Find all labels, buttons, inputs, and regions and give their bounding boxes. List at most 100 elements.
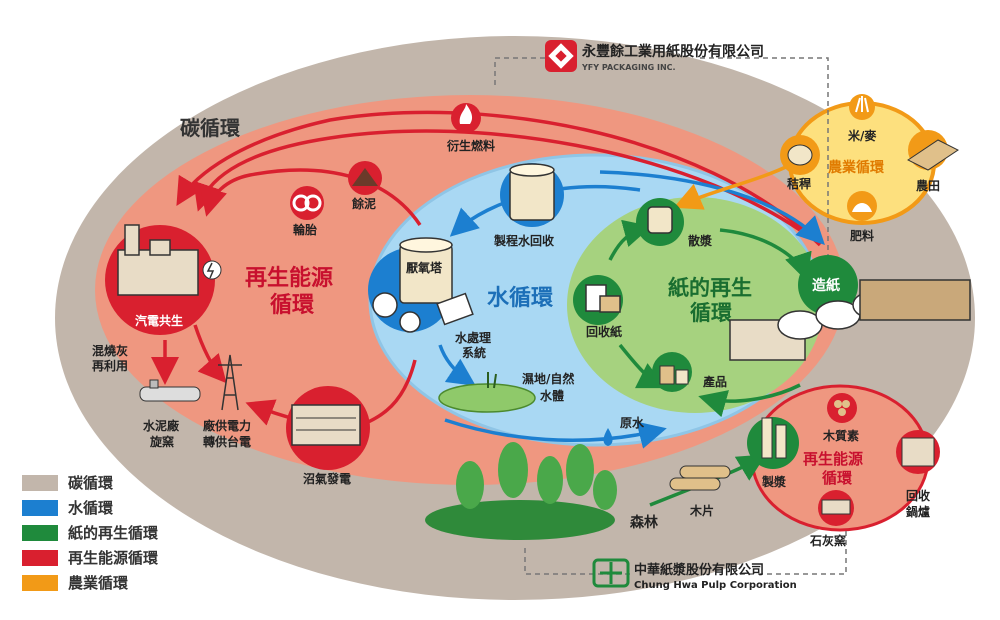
arrow-sludge	[199, 168, 422, 226]
renewable-cycle-2-title-1: 再生能源	[803, 450, 863, 468]
agri-cycle-title: 農業循環	[828, 159, 885, 176]
lime-kiln-node	[818, 490, 854, 526]
chp-name: 中華紙漿股份有限公司	[634, 562, 764, 578]
farmland-node	[907, 130, 959, 171]
legend-swatch	[22, 499, 58, 516]
sludge-label: 餘泥	[352, 196, 376, 211]
cement-kiln-icon	[139, 379, 201, 402]
legend-label: 紙的再生循環	[68, 524, 159, 542]
pulp-break-label: 散漿	[688, 233, 712, 248]
chp-connector	[524, 530, 847, 575]
wetland-icon	[438, 372, 536, 413]
biomass-label: 木質素	[822, 428, 859, 443]
derived-fuel-label: 衍生燃料	[446, 138, 495, 153]
ash-label-2: 再利用	[92, 358, 128, 373]
pulping-node	[747, 417, 799, 469]
legend-label: 水循環	[68, 499, 114, 517]
raw-water-label: 原水	[620, 415, 645, 430]
renewable-cycle-title-1: 再生能源	[245, 265, 333, 291]
raw-water-icon	[603, 428, 613, 446]
forest-label: 森林	[630, 514, 658, 531]
arrow-water-wetland	[438, 344, 476, 386]
power-label-2: 轉供台電	[203, 434, 251, 449]
anaerobic-node	[368, 237, 474, 333]
pulping-label: 製漿	[761, 474, 786, 489]
power-label-1: 廠供電力	[203, 418, 251, 433]
recycled-paper-label: 回收紙	[586, 324, 622, 339]
papermaking-label: 造紙	[812, 277, 840, 294]
cogen-node	[105, 224, 222, 335]
yfy-name: 永豐餘工業用紙股份有限公司	[581, 43, 764, 60]
legend-item-water: 水循環	[22, 495, 222, 520]
wetland-label-2: 水體	[540, 388, 564, 403]
legend-label: 再生能源循環	[68, 549, 159, 567]
yfy-sub: YFY PACKAGING INC.	[581, 63, 676, 72]
paper-cycle-title-1: 紙的再生	[668, 276, 752, 300]
renewable-cycle-title-2: 循環	[270, 292, 315, 318]
legend-swatch	[22, 524, 58, 541]
farmland-label: 農田	[916, 178, 940, 193]
product-label: 產品	[702, 374, 727, 389]
legend: 碳循環 水循環 紙的再生循環 再生能源循環 農業循環	[22, 470, 222, 595]
biogas-label: 沼氣發電	[303, 471, 351, 486]
renewable-cycle-2-title-2: 循環	[822, 469, 853, 487]
arrow-cogen-power	[193, 324, 227, 384]
water-cycle-title: 水循環	[487, 285, 554, 311]
wood-chip-icon	[669, 465, 731, 491]
chp-logo	[592, 558, 630, 588]
biogas-node	[286, 386, 370, 470]
treatment-label-2: 系統	[462, 345, 486, 360]
legend-swatch	[22, 549, 58, 566]
paper-cycle-title-2: 循環	[690, 301, 733, 325]
power-tower-icon	[218, 354, 242, 411]
legend-label: 碳循環	[68, 474, 114, 492]
product-node	[652, 352, 692, 392]
pulp-break-node	[636, 198, 684, 246]
anaerobic-label: 厭氧塔	[406, 260, 443, 275]
rice-label: 米/麥	[848, 128, 877, 143]
sludge-node	[348, 161, 382, 195]
legend-item-agri: 農業循環	[22, 570, 222, 595]
recovery-boiler-node	[896, 430, 940, 474]
wetland-label-1: 濕地/自然	[522, 371, 574, 386]
legend-item-renewable: 再生能源循環	[22, 545, 222, 570]
straw-label: 秸稈	[787, 176, 811, 191]
carbon-cycle-title: 碳循環	[180, 116, 241, 140]
recycled-paper-node	[573, 275, 623, 325]
arrow-water-bottom	[444, 418, 667, 449]
yfy-connector	[494, 57, 829, 255]
legend-item-carbon: 碳循環	[22, 470, 222, 495]
arrow-paper-bottom	[698, 383, 801, 418]
tire-node	[290, 186, 324, 220]
derived-fuel-node	[451, 103, 481, 133]
rice-icon	[849, 94, 875, 120]
cogen-label: 汽電共生	[135, 313, 183, 328]
cement-label-2: 旋窯	[149, 434, 174, 449]
treatment-label-1: 水處理	[455, 330, 491, 345]
arrow-agri-straw	[673, 163, 791, 210]
fertilizer-node	[847, 191, 877, 221]
recovery-label-2: 鍋爐	[906, 504, 930, 519]
chp-sub: Chung Hwa Pulp Corporation	[634, 580, 797, 591]
forest-icon	[425, 442, 617, 540]
arrow-papermaking-top	[193, 129, 801, 232]
wood-chip-label: 木片	[689, 503, 714, 518]
papermaking-node	[729, 255, 971, 361]
arrow-water-top	[599, 170, 825, 245]
yfy-logo	[545, 40, 577, 72]
legend-swatch	[22, 474, 58, 491]
legend-label: 農業循環	[68, 574, 129, 592]
arrow-derived-fuel	[176, 110, 822, 247]
biomass-node	[827, 393, 857, 423]
tire-label: 輪胎	[293, 222, 317, 237]
legend-item-paper: 紙的再生循環	[22, 520, 222, 545]
legend-swatch	[22, 574, 58, 591]
recovery-label-1: 回收	[906, 488, 930, 503]
fertilizer-label: 肥料	[850, 228, 874, 243]
ash-label-1: 混燒灰	[92, 343, 128, 358]
cement-label-1: 水泥廠	[143, 418, 180, 433]
process-water-label: 製程水回收	[493, 233, 554, 248]
lime-kiln-label: 石灰窯	[809, 533, 846, 548]
process-water-node	[500, 163, 564, 227]
